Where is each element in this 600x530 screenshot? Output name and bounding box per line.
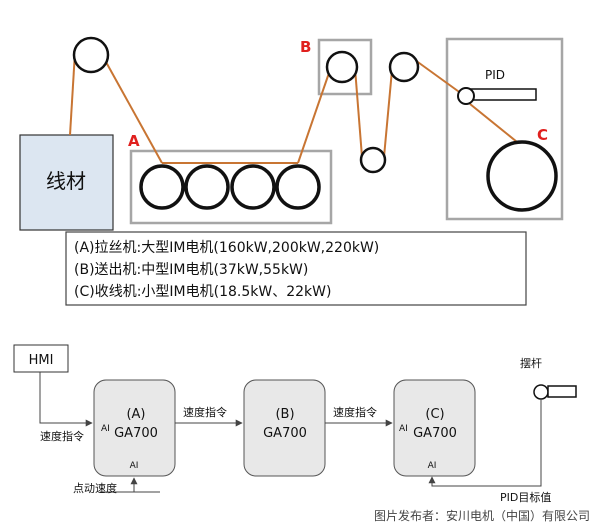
drive-b-tag: (B) xyxy=(275,407,294,422)
speed-command-label-3: 速度指令 xyxy=(333,405,377,419)
legend-box xyxy=(65,231,527,306)
drawing-drum-2 xyxy=(184,164,230,210)
legend-line-a: (A)拉丝机:大型IM电机(160kW,200kW,220kW) xyxy=(74,240,379,256)
roller-top-left xyxy=(72,36,110,74)
roller-upper-right xyxy=(388,51,420,83)
legend-line-b: (B)送出机:中型IM电机(37kW,55kW) xyxy=(74,262,308,278)
marker-b: B xyxy=(300,38,311,56)
drive-c-tag: (C) xyxy=(425,407,444,422)
jog-speed-label: 点动速度 xyxy=(73,481,117,495)
drawing-drum-4 xyxy=(275,164,321,210)
feed-roller-b xyxy=(325,50,359,84)
drive-a-ai-bottom: AI xyxy=(130,461,139,471)
drive-a-model: GA700 xyxy=(114,426,158,441)
drive-a-box xyxy=(93,379,176,477)
drawing-drum-1 xyxy=(139,164,185,210)
speed-command-label-2: 速度指令 xyxy=(183,405,227,419)
drive-c-ai-bottom: AI xyxy=(428,461,437,471)
legend-line-c: (C)收线机:小型IM电机(18.5kW、22kW) xyxy=(74,284,331,300)
drive-c-model: GA700 xyxy=(413,426,457,441)
drive-b-model: GA700 xyxy=(263,426,307,441)
dancer-sensor-arm xyxy=(547,385,577,398)
drive-c-box xyxy=(393,379,476,477)
wire-source-label: 线材 xyxy=(46,169,86,193)
dancer-label: 摆杆 xyxy=(520,356,542,370)
marker-a: A xyxy=(128,132,140,150)
dancer-sensor-pulley xyxy=(533,384,549,400)
frame-b xyxy=(317,38,373,96)
speed-command-label-1: 速度指令 xyxy=(40,429,84,443)
drive-a-tag: (A) xyxy=(126,407,145,422)
dancer-pulley xyxy=(457,87,475,105)
frame-a xyxy=(129,149,333,225)
dancer-arm xyxy=(469,88,537,101)
drive-a-ai-left: AI xyxy=(101,424,110,434)
pid-label: PID xyxy=(485,68,505,82)
wire-source-box xyxy=(19,134,114,231)
wire-path xyxy=(69,51,523,164)
drive-c-ai-left: AI xyxy=(399,424,408,434)
marker-c: C xyxy=(537,126,548,144)
hmi-label: HMI xyxy=(29,353,54,368)
drawing-drum-3 xyxy=(230,164,276,210)
drive-b-box xyxy=(243,379,326,477)
image-credit: 图片发布者：安川电机（中国）有限公司 xyxy=(373,509,590,523)
pid-target-label: PID目标值 xyxy=(500,490,551,504)
take-up-spool xyxy=(486,140,558,212)
roller-lower-middle xyxy=(359,146,387,174)
hmi-box xyxy=(13,344,69,373)
frame-c xyxy=(445,37,564,221)
